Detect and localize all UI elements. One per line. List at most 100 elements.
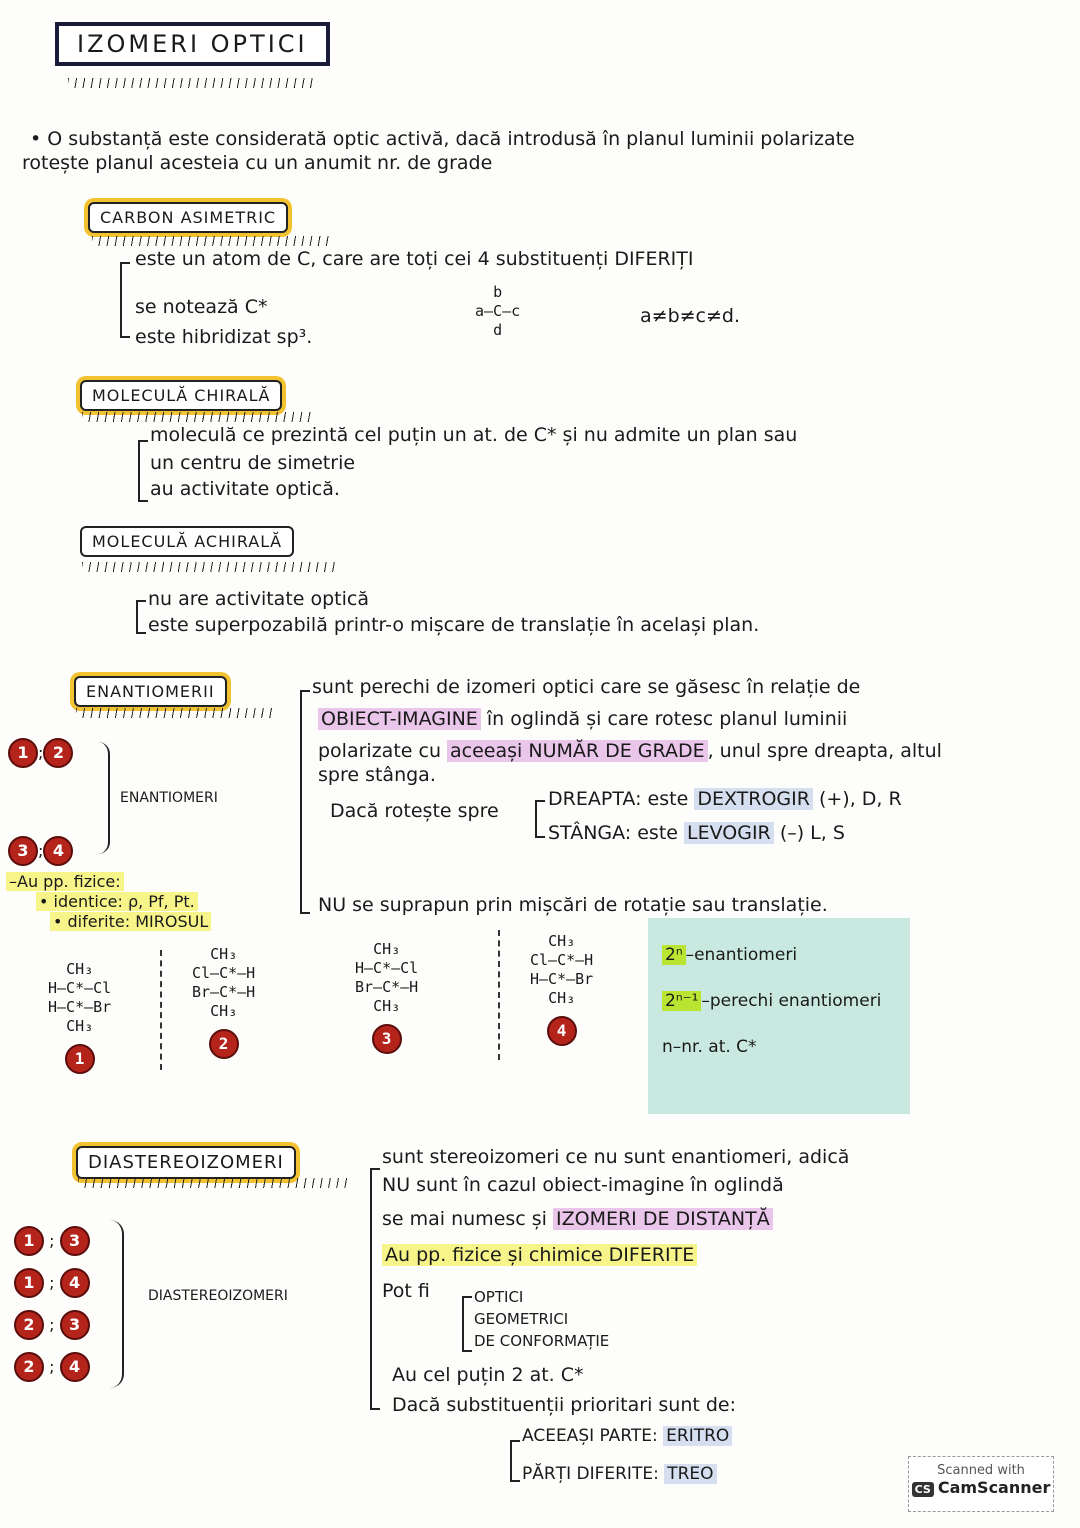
levogir: LEVOGIR (684, 822, 774, 844)
props-3: • diferite: MIROSUL (50, 912, 212, 931)
bracket (136, 600, 146, 634)
text: 2ⁿ (662, 945, 686, 965)
text: –perechi enantiomeri (701, 991, 882, 1011)
text: –Au pp. fizice: (6, 872, 124, 891)
number-badge: 4 (59, 1268, 90, 1298)
highlight-distance: IZOMERI DE DISTANȚĂ (553, 1208, 773, 1230)
number-badge: 1 (8, 738, 38, 768)
text: Scanned with (937, 1463, 1025, 1478)
text: –enantiomeri (685, 945, 798, 965)
hatch (82, 562, 337, 572)
diastereo-item-7: Dacă substituenții prioritari sunt de: (392, 1394, 737, 1416)
props-1: –Au pp. fizice: (6, 872, 124, 891)
different-sides: PĂRȚI DIFERITE: TREO (522, 1464, 717, 1484)
rotation-left: STÂNGA: este LEVOGIR (–) L, S (548, 822, 845, 844)
enantiomer-def-3: polarizate cu aceeași NUMĂR DE GRADE, un… (318, 740, 942, 762)
number-badge: 3 (371, 1024, 402, 1054)
carbon-item-1: este un atom de C, care are toți cei 4 s… (135, 248, 694, 270)
molecule-line: CH₃ (548, 932, 576, 950)
molecule-line: CH₃ (210, 1002, 238, 1020)
text: DREAPTA: este (548, 788, 689, 810)
bracket (120, 262, 130, 338)
achiral-item-1: nu are activitate optică (148, 588, 370, 610)
hatch (82, 412, 312, 422)
highlight-object-image: OBIECT-IMAGINE (318, 708, 481, 730)
enantiomer-def-2: OBIECT-IMAGINE în oglindă și care rotesc… (318, 708, 847, 730)
same-side: ACEEAȘI PARTE: ERITRO (522, 1426, 733, 1446)
text: Au pp. fizice și chimice DIFERITE (382, 1244, 698, 1266)
number-badge: 2 (208, 1029, 239, 1059)
heading-achiral: MOLECULĂ ACHIRALĂ (80, 526, 295, 557)
treo: TREO (664, 1464, 717, 1484)
formula-top: b (493, 283, 503, 301)
chiral-item-1: moleculă ce prezintă cel puțin un at. de… (150, 424, 798, 446)
generic-formula: b a–C–c d (475, 283, 520, 340)
number-badge: 4 (59, 1352, 90, 1382)
formula-mid: a–C–c (475, 302, 521, 320)
note-line-2: 2ⁿ⁻¹–perechi enantiomeri (662, 978, 896, 1024)
text: se mai numesc și (382, 1208, 547, 1230)
text: în oglindă și care rotesc planul luminii (486, 708, 848, 730)
text: • diferite: MIROSUL (50, 912, 212, 931)
intro-line-2: rotește planul acesteia cu un anumit nr.… (22, 152, 493, 174)
diastereo-item-6: Au cel puțin 2 at. C* (392, 1364, 584, 1386)
molecule-line: Br–C*–H (355, 978, 419, 996)
molecule-line: H–C*–Br (48, 998, 112, 1016)
props-2: • identice: ρ, Pf, Pt. (36, 892, 198, 911)
heading-carbon-asimetric: CARBON ASIMETRIC (88, 202, 289, 233)
note-line-3: n–nr. at. C* (662, 1037, 757, 1057)
molecule-line: CH₃ (373, 997, 401, 1015)
number-badge: 4 (43, 836, 74, 866)
pairs-label: ENANTIOMERI (120, 790, 218, 806)
type: DE CONFORMAȚIE (474, 1332, 610, 1350)
text: (–) L, S (779, 822, 845, 844)
carbon-item-2: se notează C* (135, 296, 268, 318)
number-badge: 1 (14, 1268, 44, 1298)
diastereo-pairs-label: DIASTEREOIZOMERI (148, 1288, 288, 1304)
diastereo-pair: 2 ; 3 (14, 1310, 90, 1340)
number-badge: 1 (14, 1226, 44, 1256)
enantiomer-pair-1: 1;2 (8, 738, 74, 768)
molecule-line: H–C*–Cl (48, 979, 112, 997)
hatch (76, 708, 276, 718)
molecule-line: Cl–C*–H (530, 951, 594, 969)
number-badge: 1 (64, 1044, 95, 1074)
molecule-line: CH₃ (373, 940, 401, 958)
diastereo-pair: 1 ; 3 (14, 1226, 90, 1256)
brace (110, 1220, 124, 1388)
heading-diastereo: DIASTEREOIZOMERI (76, 1146, 296, 1179)
diastereo-pair: 1 ; 4 (14, 1268, 90, 1298)
dextrogir: DEXTROGIR (694, 788, 813, 810)
diastereo-pair: 2 ; 4 (14, 1352, 90, 1382)
molecule-line: CH₃ (548, 989, 576, 1007)
heading-chiral: MOLECULĂ CHIRALĂ (80, 380, 283, 411)
molecule-line: CH₃ (66, 1017, 94, 1035)
diastereo-item-3: se mai numesc și IZOMERI DE DISTANȚĂ (382, 1208, 773, 1230)
bracket (300, 690, 310, 914)
enantiomer-def-4: spre stânga. (318, 764, 436, 786)
bracket (138, 440, 148, 502)
diastereo-types: OPTICI GEOMETRICI DE CONFORMAȚIE (474, 1286, 609, 1352)
not-superposable: NU se suprapun prin mișcări de rotație s… (318, 894, 828, 916)
diastereo-item-1: sunt stereoizomeri ce nu sunt enantiomer… (382, 1146, 850, 1168)
highlight-same-degrees: aceeași NUMĂR DE GRADE (447, 740, 708, 762)
enantiomer-pair-2: 3;4 (8, 836, 74, 866)
type: OPTICI (474, 1288, 524, 1306)
text: STÂNGA: este (548, 822, 678, 844)
note-line-1: 2ⁿ–enantiomeri (662, 932, 896, 978)
bracket (510, 1440, 520, 1482)
condition: a≠b≠c≠d. (640, 305, 741, 327)
chiral-item-3: au activitate optică. (150, 478, 340, 500)
text: ACEEAȘI PARTE: (522, 1426, 658, 1446)
enantiomer-def-1: sunt perechi de izomeri optici care se g… (312, 676, 861, 698)
molecule-line: H–C*–Br (530, 970, 594, 988)
text: CamScanner (937, 1478, 1051, 1497)
mirror-line (498, 930, 500, 1060)
sticky-note: 2ⁿ–enantiomeri 2ⁿ⁻¹–perechi enantiomeri … (648, 918, 910, 1114)
